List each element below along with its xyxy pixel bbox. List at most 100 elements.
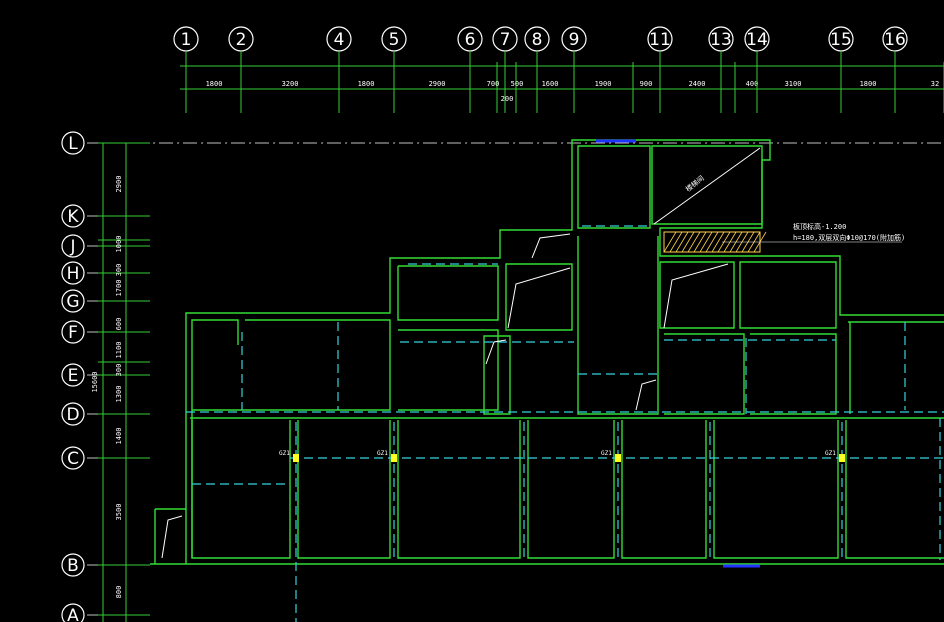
grid-bubble-F: F xyxy=(61,320,85,344)
top-dimension-label: 1600 xyxy=(542,80,559,88)
hatch-stroke xyxy=(705,231,719,253)
top-dimension-label: 900 xyxy=(640,80,653,88)
grid-bubble-label: 7 xyxy=(500,30,511,50)
grid-bubble-label: 4 xyxy=(334,30,345,50)
grid-bubble-label: 2 xyxy=(236,30,247,50)
grid-bubble-circle xyxy=(61,363,85,387)
left-dimension-label: 1100 xyxy=(115,342,123,359)
grid-bubble-circle xyxy=(61,553,85,577)
grid-bubble-label: A xyxy=(67,606,79,622)
column-label: GZ1 xyxy=(601,450,612,457)
door-swing xyxy=(663,263,729,329)
grid-bubble-label: B xyxy=(67,556,79,576)
column-gz1 xyxy=(293,454,299,462)
left-dimension-label: 3500 xyxy=(115,504,123,521)
grid-bubble-circle xyxy=(61,320,85,344)
grid-bubble-circle xyxy=(61,446,85,470)
door-swing xyxy=(161,515,183,559)
door-swing xyxy=(507,267,571,329)
column-label: GZ1 xyxy=(377,450,388,457)
wall-outline xyxy=(651,145,763,225)
grid-bubble-label: D xyxy=(66,405,79,425)
door-swing xyxy=(531,233,571,259)
grid-bubble-11: 11 xyxy=(647,26,673,113)
top-dimension-label: 500 xyxy=(511,80,524,88)
grid-bubble-label: H xyxy=(67,264,80,284)
grid-bubble-D: D xyxy=(61,402,85,426)
wall-outline xyxy=(154,508,186,564)
stair-note: 楼梯间 xyxy=(684,174,706,194)
grid-bubble-circle xyxy=(61,131,85,155)
hatch-stroke xyxy=(699,231,713,253)
top-dimension-label: 1900 xyxy=(595,80,612,88)
wall-outline xyxy=(483,335,511,415)
grid-bubble-label: 6 xyxy=(465,30,476,50)
structural-plan: GZ1 GZ1 GZ1 GZ1 xyxy=(150,139,944,622)
left-dimension-total: 15600 xyxy=(91,371,99,392)
top-dimension-label: 2400 xyxy=(689,80,706,88)
hatch-stroke xyxy=(669,231,683,253)
grid-bubble-2: 2 xyxy=(228,26,254,113)
left-dimension-label: 300 xyxy=(115,264,123,277)
top-dimension-extra: 200 xyxy=(501,95,514,103)
grid-bubble-1: 1 xyxy=(173,26,199,113)
grid-bubble-label: C xyxy=(67,449,79,469)
grid-bubble-circle xyxy=(61,261,85,285)
grid-bubble-9: 9 xyxy=(561,26,587,113)
wall-outline xyxy=(505,263,573,331)
left-dimension-label: 1000 xyxy=(115,236,123,253)
wall-outline xyxy=(577,145,651,229)
grid-bubble-H: H xyxy=(61,261,85,285)
wall-outline xyxy=(750,333,837,415)
grid-bubble-label: J xyxy=(69,237,75,257)
wall-outline xyxy=(739,261,837,329)
grid-bubble-label: 8 xyxy=(532,30,543,50)
wall-outline xyxy=(397,420,521,559)
left-dimension-label: 1300 xyxy=(115,386,123,403)
top-dimension-label: 400 xyxy=(746,80,759,88)
wall-outline xyxy=(621,420,707,559)
wall-outline xyxy=(297,420,391,559)
grid-bubble-14: 14 xyxy=(744,26,770,113)
grid-bubble-6: 6 xyxy=(457,26,483,113)
grid-bubble-4: 4 xyxy=(326,26,352,113)
door-swing xyxy=(485,339,507,365)
wall-outline xyxy=(191,319,391,558)
grid-bubble-15: 15 xyxy=(828,26,854,113)
left-dimension-label: 300 xyxy=(115,364,123,377)
column-gz1 xyxy=(615,454,621,462)
grid-bubble-E: E xyxy=(61,363,85,387)
wall-outline xyxy=(185,139,944,564)
grid-bubble-circle xyxy=(61,289,85,313)
grid-bubble-label: G xyxy=(66,292,79,312)
grid-bubble-circle xyxy=(61,204,85,228)
wall-outline xyxy=(191,420,291,559)
wall-outline xyxy=(848,321,944,414)
grid-bubble-circle xyxy=(61,234,85,258)
grid-bubble-label: K xyxy=(67,207,79,227)
stair-diagonal xyxy=(653,147,761,225)
top-dimension-label: 32 xyxy=(931,80,939,88)
grid-bubble-B: B xyxy=(61,553,85,577)
grid-bubble-label: 16 xyxy=(884,30,906,50)
hatch-stroke xyxy=(693,231,707,253)
column-label: GZ1 xyxy=(279,450,290,457)
grid-bubble-5: 5 xyxy=(381,26,407,113)
left-dimension-label: 2900 xyxy=(115,176,123,193)
top-dimension-label: 3100 xyxy=(785,80,802,88)
grid-bubble-label: 15 xyxy=(830,30,852,50)
column-gz1 xyxy=(839,454,845,462)
left-dimension-label: 1700 xyxy=(115,280,123,297)
grid-bubble-16: 16 xyxy=(882,26,908,113)
wall-outline xyxy=(397,265,499,321)
grid-bubble-8: 8 xyxy=(524,26,550,113)
hatch-stroke xyxy=(711,231,725,253)
top-dimension-label: 2900 xyxy=(429,80,446,88)
wall-outline xyxy=(398,329,499,411)
wall-outline xyxy=(664,333,745,415)
left-dimension-label: 1400 xyxy=(115,428,123,445)
left-dimension-label: 600 xyxy=(115,318,123,331)
column-label: GZ1 xyxy=(825,450,836,457)
